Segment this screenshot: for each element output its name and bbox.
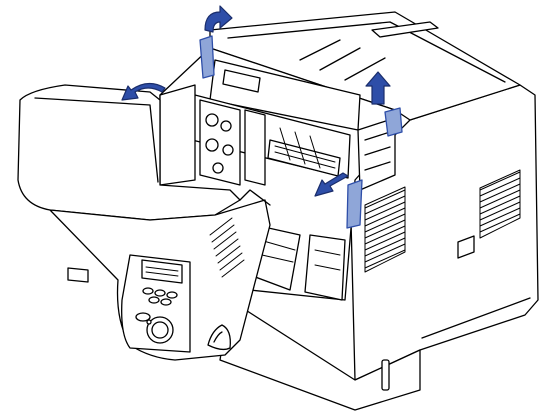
front-cover-lid [17,84,241,221]
front-cover-arrow [121,82,166,101]
side-vent-grille [364,169,521,273]
inner-right-latch [346,179,363,229]
fuser-handle [222,69,261,93]
interior-bracket [244,109,266,186]
top-left-latch-arrow [204,5,233,33]
cover-release-tab [207,324,231,351]
right-latch-detail [364,131,391,171]
inner-latch-arrow [314,172,349,197]
panel-button [166,291,178,299]
lcd-display [141,259,183,284]
panel-button [142,287,154,295]
panel-button [154,289,166,297]
left-wall [159,84,196,186]
top-right-latch-arrow [365,71,391,105]
top-left-latch [199,35,215,79]
control-buttons [135,287,178,322]
top-cover-line [299,39,386,81]
cover-release-tab-inner [213,331,223,343]
printer-body [209,11,539,411]
panel-button [160,298,172,306]
front-vent-grille [209,217,245,278]
right-latch-column [357,117,396,191]
control-dial-inner [151,321,169,339]
side-connector [457,235,475,259]
interior-ridges [274,127,336,169]
front-panel-edge [239,189,271,206]
printer-top-ridge [227,21,506,83]
printer-interior [159,47,396,301]
paper-output-slot [371,21,439,38]
logo-plate [67,267,89,283]
gear-cluster [205,113,234,174]
control-dial-dot [146,319,152,325]
paper-tray-slot [381,359,390,391]
side-lower-edge [421,297,531,339]
direction-arrows [121,5,391,197]
top-right-latch [384,107,403,137]
paper-guide-lines [259,239,341,271]
front-cover [17,84,271,361]
front-cover-inner-edge [34,97,159,183]
panel-button [148,296,160,304]
panel-button [135,312,151,322]
printer-front-base [219,299,421,411]
lcd-screen-lines [145,266,179,277]
latch-highlights [199,35,403,229]
